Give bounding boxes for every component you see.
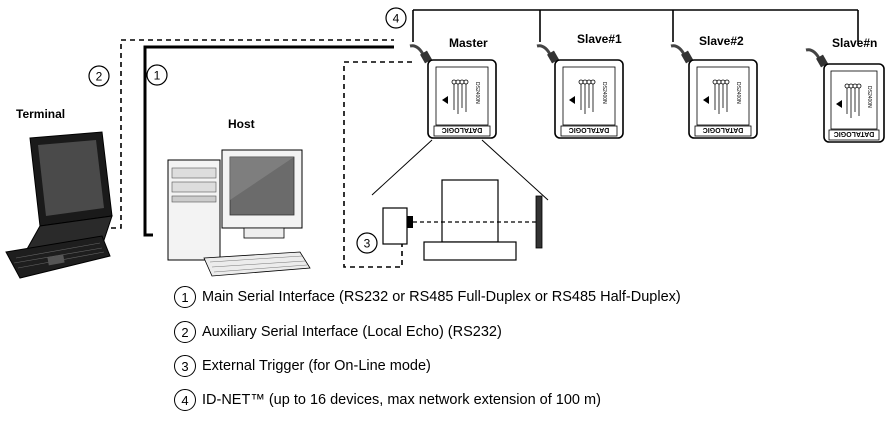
slave1-model-label: DS2400N bbox=[601, 82, 607, 104]
id-net-bus bbox=[412, 9, 859, 42]
callout-2: 2 bbox=[88, 65, 110, 87]
callout-4: 4 bbox=[385, 7, 407, 29]
legend-number-4: 4 bbox=[174, 389, 196, 411]
legend-text-2: Auxiliary Serial Interface (Local Echo) … bbox=[202, 324, 502, 340]
auxiliary-serial-line bbox=[102, 39, 394, 229]
scan-field bbox=[371, 139, 549, 201]
master-model-label: DS2400N bbox=[474, 82, 480, 104]
callout-2-label: 2 bbox=[96, 70, 103, 84]
callout-3-label: 3 bbox=[364, 237, 371, 251]
reflector bbox=[535, 195, 543, 249]
legend-text-1: Main Serial Interface (RS232 or RS485 Fu… bbox=[202, 289, 681, 305]
master-reader: DS2400N DATALOGIC bbox=[409, 44, 497, 139]
terminal-label: Terminal bbox=[16, 107, 66, 121]
slaven-label: Slave#n bbox=[832, 36, 878, 50]
host-label: Host bbox=[228, 117, 255, 131]
legend-text-3: External Trigger (for On-Line mode) bbox=[202, 358, 431, 374]
slave1-reader: DS2400N DATALOGIC bbox=[536, 44, 624, 139]
callout-1-label: 1 bbox=[154, 69, 161, 83]
master-brand-label: DATALOGIC bbox=[442, 126, 483, 133]
legend-number-3: 3 bbox=[174, 355, 196, 377]
slave1-brand-label: DATALOGIC bbox=[569, 126, 610, 133]
host-computer bbox=[167, 149, 311, 277]
slave2-label: Slave#2 bbox=[699, 34, 744, 48]
callout-4-label: 4 bbox=[393, 12, 400, 26]
photocell bbox=[382, 207, 413, 245]
external-trigger-line bbox=[343, 61, 412, 268]
legend-text-4: ID-NET™ (up to 16 devices, max network e… bbox=[202, 392, 601, 408]
slaven-brand-label: DATALOGIC bbox=[834, 130, 875, 137]
legend-number-2: 2 bbox=[174, 321, 196, 343]
conveyor-object bbox=[423, 179, 517, 261]
legend-item-3: 3 External Trigger (for On-Line mode) bbox=[174, 354, 431, 378]
slaven-reader: DS2400N DATALOGIC bbox=[805, 48, 885, 143]
callout-3: 3 bbox=[356, 232, 378, 254]
legend-item-2: 2 Auxiliary Serial Interface (Local Echo… bbox=[174, 320, 502, 344]
slave2-reader: DS2400N DATALOGIC bbox=[670, 44, 758, 139]
slave1-label: Slave#1 bbox=[577, 32, 622, 46]
master-label: Master bbox=[449, 36, 488, 50]
callout-1: 1 bbox=[146, 64, 168, 86]
slave2-brand-label: DATALOGIC bbox=[703, 126, 744, 133]
slaven-model-label: DS2400N bbox=[866, 86, 872, 108]
slave2-model-label: DS2400N bbox=[735, 82, 741, 104]
terminal-laptop bbox=[5, 131, 113, 279]
main-serial-line bbox=[143, 45, 394, 237]
legend-item-4: 4 ID-NET™ (up to 16 devices, max network… bbox=[174, 388, 601, 412]
legend-number-1: 1 bbox=[174, 286, 196, 308]
legend-item-1: 1 Main Serial Interface (RS232 or RS485 … bbox=[174, 285, 681, 309]
